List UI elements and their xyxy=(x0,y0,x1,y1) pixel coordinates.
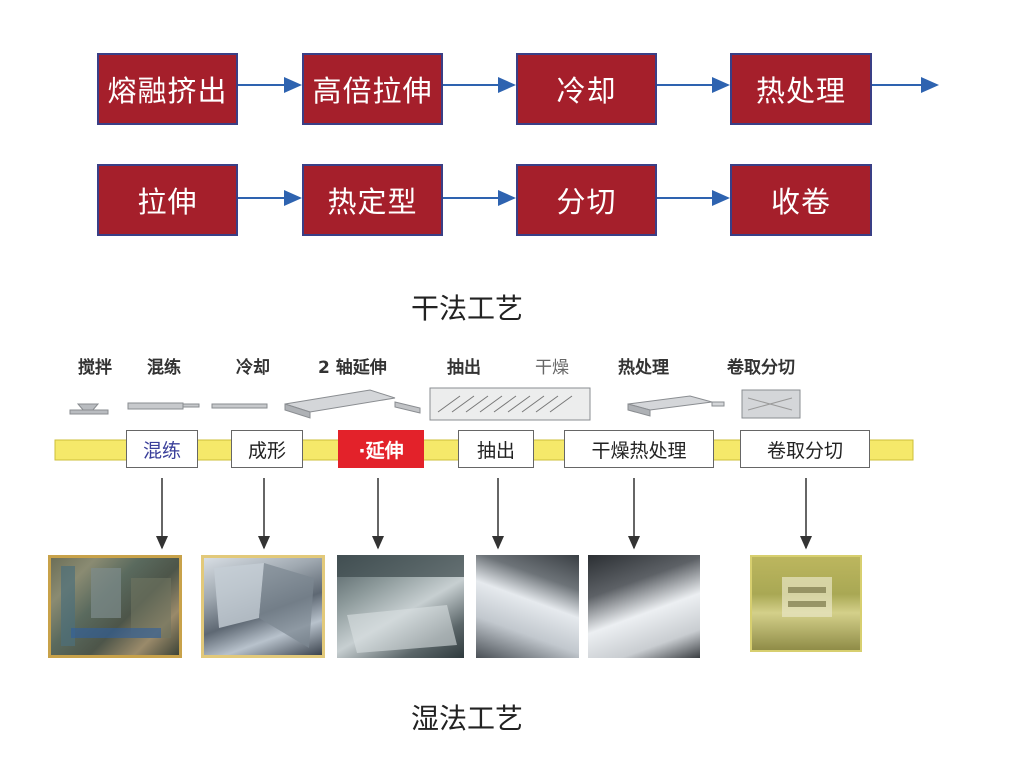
wet-top-label-3: 冷却 xyxy=(236,358,270,378)
mixer-thumbnail xyxy=(69,403,109,415)
wet-top-label-6: 干燥 xyxy=(535,358,569,378)
wet-stage-6: 卷取分切 xyxy=(740,430,870,468)
extractor-thumbnail xyxy=(429,387,591,421)
wet-process-caption: 湿法工艺 xyxy=(411,702,524,735)
winding-machine-detail xyxy=(782,577,832,617)
cooler-thumbnail xyxy=(211,403,268,409)
wet-top-label-1: 搅拌 xyxy=(78,358,112,378)
stretcher-thumbnail xyxy=(284,389,421,419)
dry-step-8: 收卷 xyxy=(730,164,872,236)
kneader-thumbnail xyxy=(127,402,200,410)
wet-top-label-2: 混练 xyxy=(147,358,181,378)
wet-stage-5: 干燥热处理 xyxy=(564,430,714,468)
dry-step-7: 分切 xyxy=(516,164,657,236)
wet-stage-2: 成形 xyxy=(231,430,303,468)
kneading-machine-photo xyxy=(48,555,182,658)
drying-film-photo xyxy=(588,555,700,658)
wet-stage-4: 抽出 xyxy=(458,430,534,468)
extraction-film-photo xyxy=(476,555,579,658)
dry-step-6: 热定型 xyxy=(302,164,443,236)
wet-top-label-5: 抽出 xyxy=(447,358,481,378)
stretching-machine-photo xyxy=(337,555,464,658)
winding-machine-photo xyxy=(750,555,862,652)
dry-process-caption: 干法工艺 xyxy=(411,292,524,325)
stretching-machine-detail xyxy=(337,555,464,653)
dry-step-4: 热处理 xyxy=(730,53,872,125)
heat-treatment-thumbnail xyxy=(627,395,725,417)
forming-machine-photo xyxy=(201,555,325,658)
dry-step-5: 拉伸 xyxy=(97,164,238,236)
dry-step-1: 熔融挤出 xyxy=(97,53,238,125)
wet-top-label-7: 热处理 xyxy=(618,358,669,378)
wet-stage-3: ·延伸 xyxy=(338,430,424,468)
wet-top-label-4: 2 轴延伸 xyxy=(318,358,387,378)
wet-stage-1: 混练 xyxy=(126,430,198,468)
kneading-machine-detail xyxy=(61,566,171,646)
wet-top-label-8: 卷取分切 xyxy=(727,358,795,378)
winder-thumbnail xyxy=(741,389,801,419)
forming-machine-detail xyxy=(214,563,314,648)
dry-step-2: 高倍拉伸 xyxy=(302,53,443,125)
dry-step-3: 冷却 xyxy=(516,53,657,125)
